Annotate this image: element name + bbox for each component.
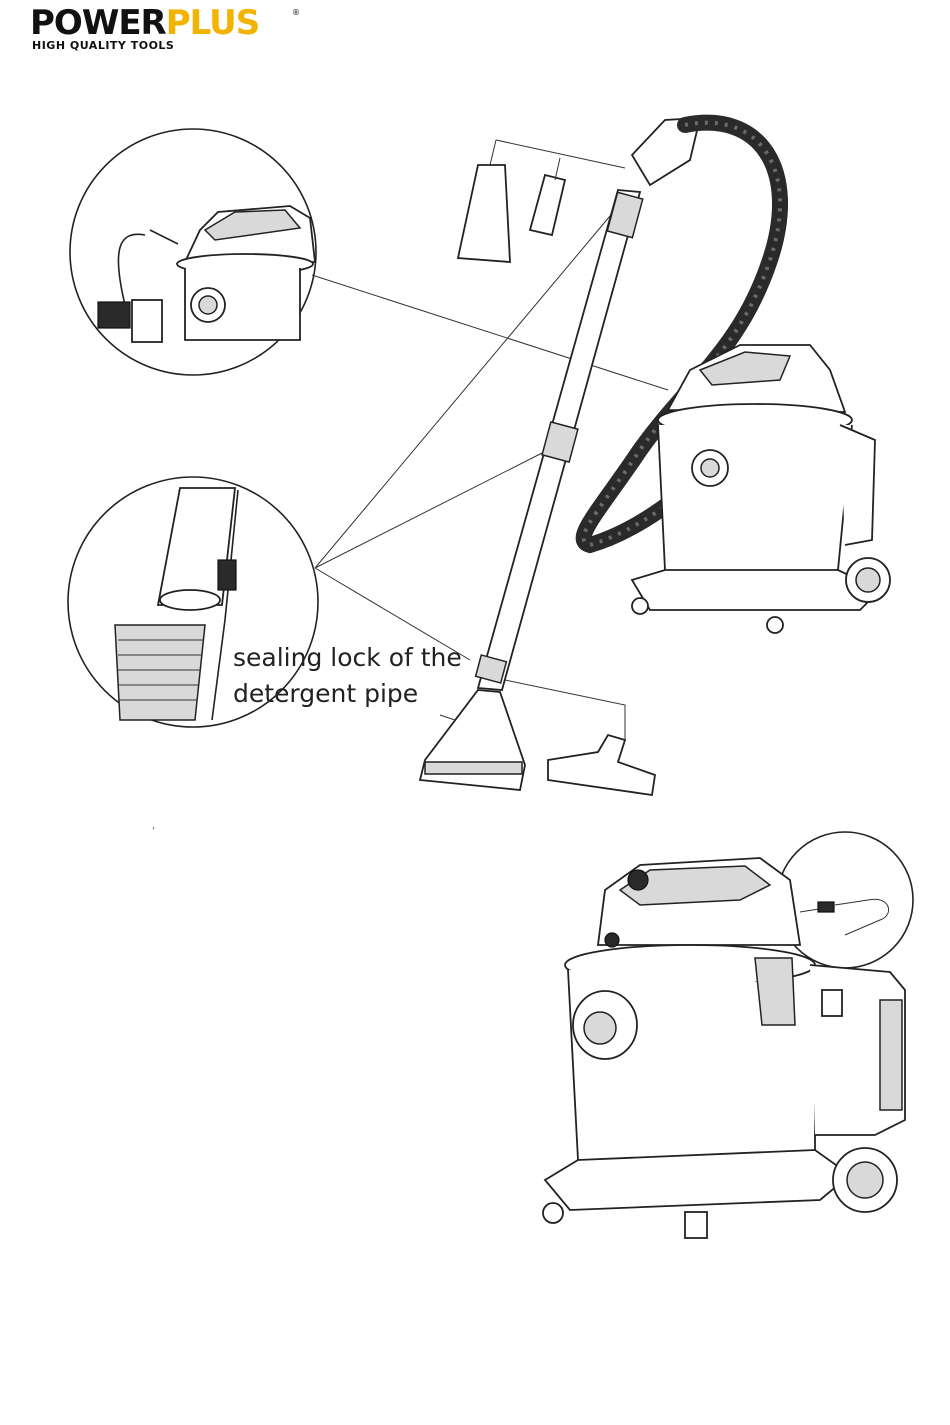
callout-sealing-lock: sealing lock of the detergent pipe — [233, 640, 473, 712]
figure2-vacuum-unit — [543, 832, 913, 1238]
floor-nozzle-dry-icon — [548, 735, 655, 795]
detail-circle-detergent-connector — [777, 832, 913, 968]
figure1-vacuum-assembly — [68, 118, 890, 795]
detail-circle-hose-connection — [70, 129, 316, 375]
callout-line-2: detergent pipe — [233, 676, 473, 712]
callout-line-1: sealing lock of the — [233, 640, 473, 676]
vacuum-unit-figure1 — [632, 345, 890, 633]
stray-mark: ' — [152, 826, 155, 837]
upholstery-nozzle-icon — [530, 175, 565, 235]
crevice-nozzle-icon — [458, 165, 510, 262]
